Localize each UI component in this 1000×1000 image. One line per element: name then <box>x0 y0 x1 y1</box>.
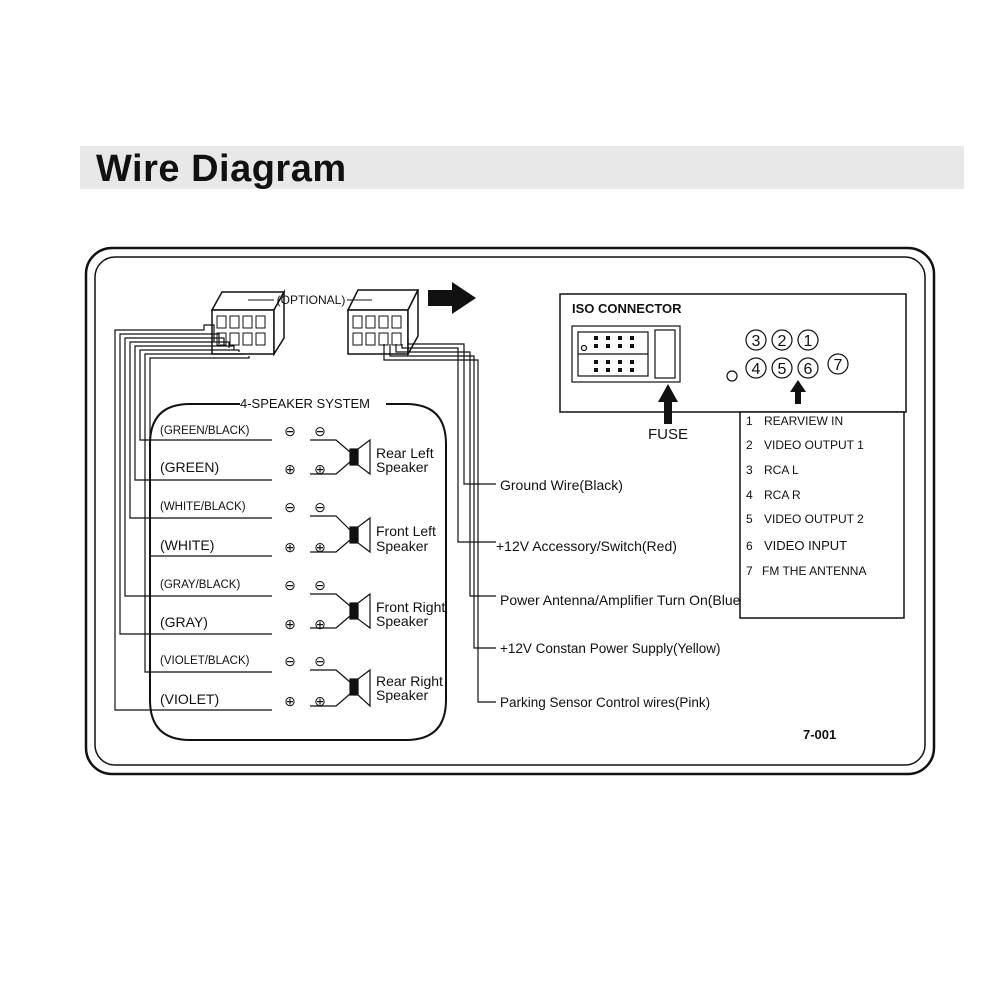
legend-text: VIDEO INPUT <box>764 538 847 553</box>
legend-num: 3 <box>746 463 753 477</box>
power-wire-label-ground: Ground Wire(Black) <box>500 477 623 493</box>
legend-text: FM THE ANTENNA <box>762 564 866 578</box>
pin-number: 1 <box>804 333 813 350</box>
speaker-sublabel: Speaker <box>376 459 428 475</box>
pin-legend-box <box>739 411 905 619</box>
speaker-icon <box>310 668 371 708</box>
legend-text: RCA L <box>764 463 799 477</box>
title-bar: Wire Diagram <box>80 146 964 190</box>
wire-label-green: (GREEN) <box>160 459 219 475</box>
speaker-icon <box>310 515 371 554</box>
speaker-wire-bundle <box>114 324 272 711</box>
legend-num: 2 <box>746 438 753 452</box>
wire-label-gray-black: (GRAY/BLACK) <box>160 579 240 591</box>
pin-number: 7 <box>834 357 843 374</box>
polarity-plus-icon: ⊕ <box>314 539 326 555</box>
legend-num: 7 <box>746 564 753 578</box>
fuse-arrow-icon <box>658 384 678 424</box>
power-wire-label-parking: Parking Sensor Control wires(Pink) <box>500 695 710 710</box>
polarity-plus-icon: ⊕ <box>314 693 326 709</box>
outer-frame <box>84 246 936 776</box>
legend-text: VIDEO OUTPUT 2 <box>764 512 864 526</box>
pin-number: 3 <box>752 333 761 350</box>
fuse-label: FUSE <box>648 426 688 443</box>
polarity-minus-icon: ⊖ <box>284 653 296 669</box>
iso-connector-panel <box>559 293 907 413</box>
speaker-sublabel: Speaker <box>376 687 428 703</box>
polarity-plus-icon: ⊕ <box>284 461 296 477</box>
optional-connector-left <box>210 289 286 357</box>
polarity-minus-icon: ⊖ <box>284 499 296 515</box>
wire-label-violet-black: (VIOLET/BLACK) <box>160 655 250 667</box>
iso-connector-plug <box>571 325 681 383</box>
power-wire-label-accessory: +12V Accessory/Switch(Red) <box>496 538 677 554</box>
legend-num: 6 <box>746 539 753 553</box>
iso-connector-title: ISO CONNECTOR <box>572 301 682 316</box>
speaker-icon <box>310 438 371 476</box>
legend-num: 4 <box>746 488 753 502</box>
legend-num: 1 <box>746 414 753 428</box>
optional-label: (OPTIONAL) <box>277 293 346 307</box>
pin-arrow-icon <box>790 380 806 404</box>
pin-circles <box>726 329 849 382</box>
legend-text: REARVIEW IN <box>764 414 843 428</box>
legend-text: RCA R <box>764 488 801 502</box>
polarity-minus-icon: ⊖ <box>314 653 326 669</box>
polarity-plus-icon: ⊕ <box>284 539 296 555</box>
polarity-minus-icon: ⊖ <box>284 423 296 439</box>
polarity-plus-icon: ⊕ <box>314 616 326 632</box>
speaker-label-rear-left: Rear Left <box>376 445 434 461</box>
polarity-plus-icon: ⊕ <box>284 693 296 709</box>
power-wire-label-constant: +12V Constan Power Supply(Yellow) <box>500 641 721 656</box>
wire-label-white-black: (WHITE/BLACK) <box>160 501 246 513</box>
pin-number: 6 <box>804 361 813 378</box>
polarity-minus-icon: ⊖ <box>314 499 326 515</box>
speaker-system-frame <box>149 403 447 741</box>
pin-number: 5 <box>778 361 787 378</box>
iso-pin-grid <box>594 336 634 372</box>
wire-label-green-black: (GREEN/BLACK) <box>160 425 250 437</box>
wire-label-violet: (VIOLET) <box>160 691 219 707</box>
power-wire-label-antenna: Power Antenna/Amplifier Turn On(Blue) <box>500 592 745 608</box>
polarity-plus-icon: ⊕ <box>314 461 326 477</box>
speaker-system-title: 4-SPEAKER SYSTEM <box>240 396 370 411</box>
pin-number: 2 <box>778 333 787 350</box>
wire-label-white: (WHITE) <box>160 537 214 553</box>
speaker-label-rear-right: Rear Right <box>376 673 443 689</box>
wire-label-gray: (GRAY) <box>160 614 208 630</box>
direction-arrow-icon <box>428 282 476 314</box>
polarity-plus-icon: ⊕ <box>284 616 296 632</box>
inner-frame <box>94 256 926 766</box>
model-code: 7-001 <box>803 727 836 742</box>
speaker-label-front-left: Front Left <box>376 523 436 539</box>
polarity-minus-icon: ⊖ <box>284 577 296 593</box>
speaker-sublabel: Speaker <box>376 538 428 554</box>
speaker-icon <box>310 592 371 630</box>
polarity-minus-icon: ⊖ <box>314 577 326 593</box>
power-wire-bundle <box>383 340 496 703</box>
speaker-label-front-right: Front Right <box>376 599 445 615</box>
page-title: Wire Diagram <box>96 148 347 190</box>
legend-text: VIDEO OUTPUT 1 <box>764 438 864 452</box>
optional-connector-right <box>346 289 420 357</box>
pin-number: 4 <box>752 361 761 378</box>
speaker-sublabel: Speaker <box>376 613 428 629</box>
polarity-minus-icon: ⊖ <box>314 423 326 439</box>
legend-num: 5 <box>746 512 753 526</box>
